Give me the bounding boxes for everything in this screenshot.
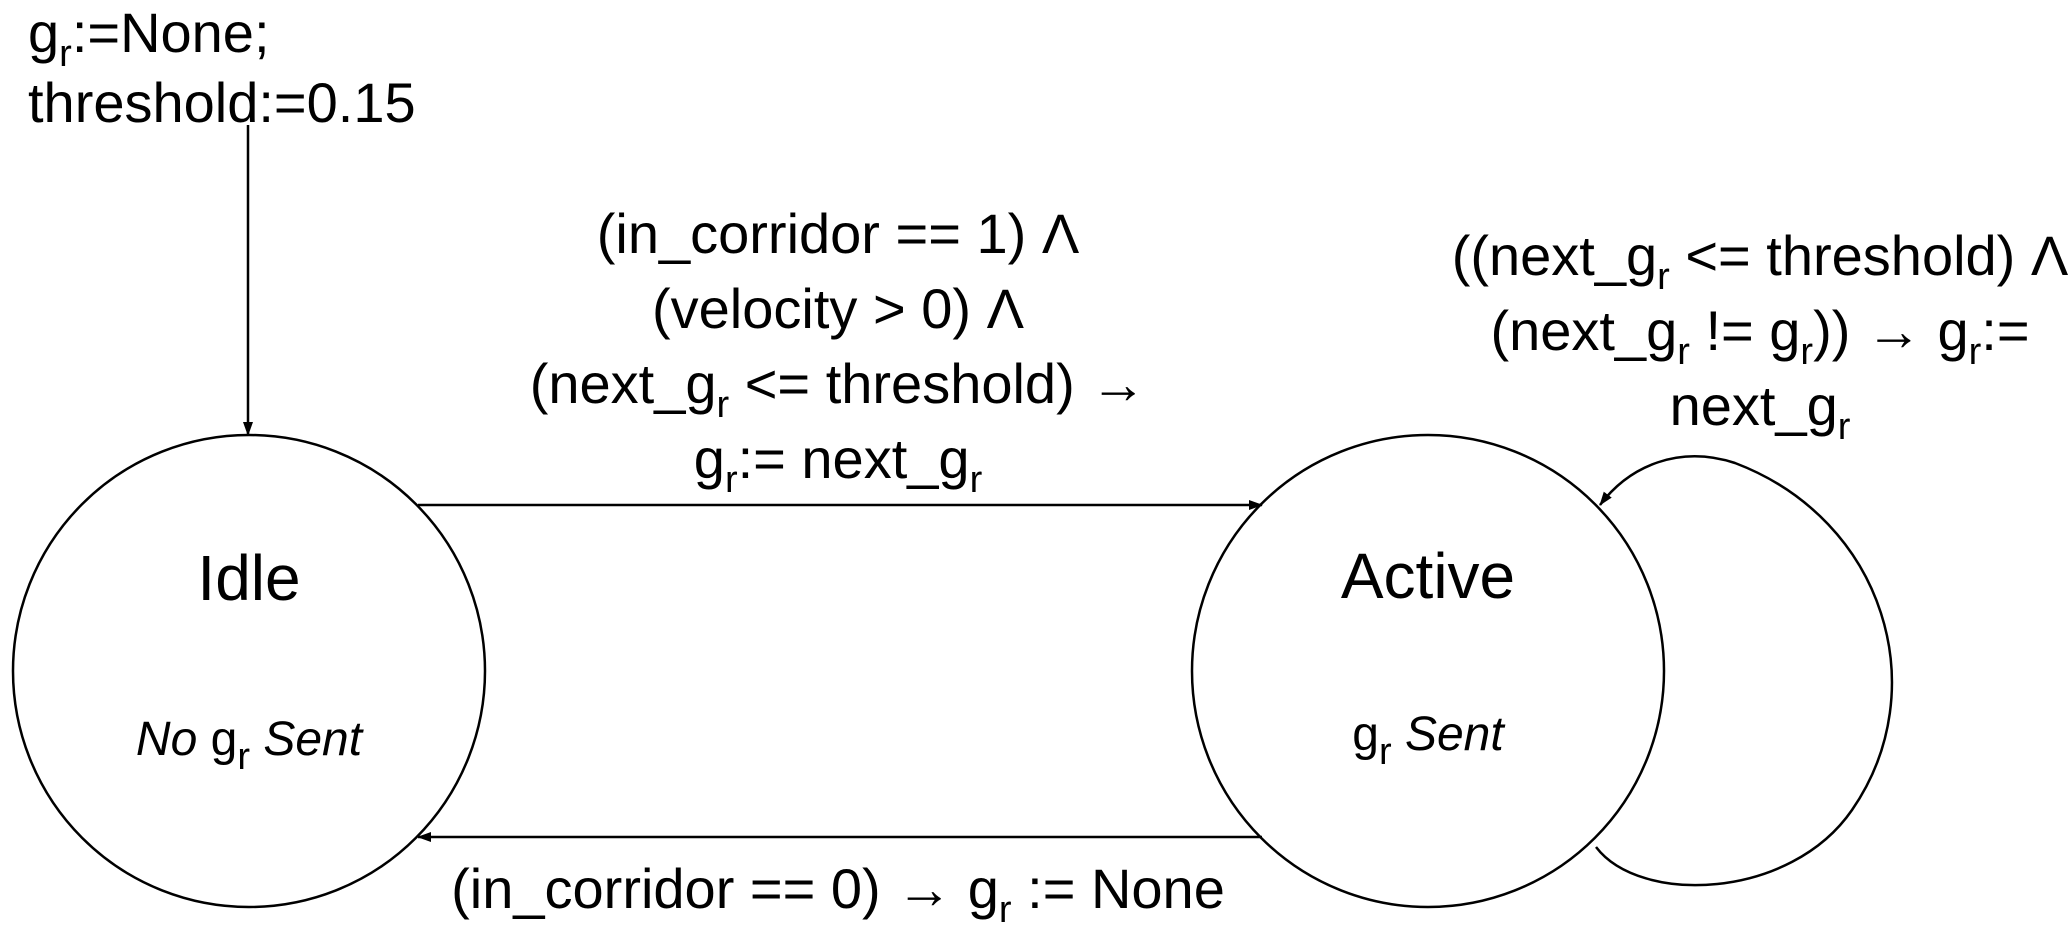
active-state-circle [1190,433,1666,909]
active-self-loop-guard-1: ((next_gr <= threshold) Λ [1452,224,2069,298]
active-self-loop-arrow [1595,455,1894,887]
idle-to-active-guard-1: (in_corridor == 1) Λ [597,202,1080,265]
active-self-loop-guard-2: (next_gr != gr)) → gr:= [1490,299,2029,373]
active-state-title: Active [1341,540,1515,612]
idle-to-active-action: gr:= next_gr [694,427,983,501]
active-self-loop-action: next_gr [1670,374,1851,448]
idle-to-active-guard-3: (next_gr <= threshold) → [530,352,1147,426]
idle-state-status: No gr Sent [136,713,364,778]
idle-state-circle [11,433,487,909]
idle-state-title: Idle [197,542,300,614]
idle-to-active-guard-2: (velocity > 0) Λ [652,277,1025,340]
active-to-idle-label: (in_corridor == 0) → gr := None [451,857,1225,931]
init-line-1: gr:=None; [28,1,270,75]
active-state-status: gr Sent [1352,708,1505,773]
init-line-2: threshold:=0.15 [28,71,416,134]
